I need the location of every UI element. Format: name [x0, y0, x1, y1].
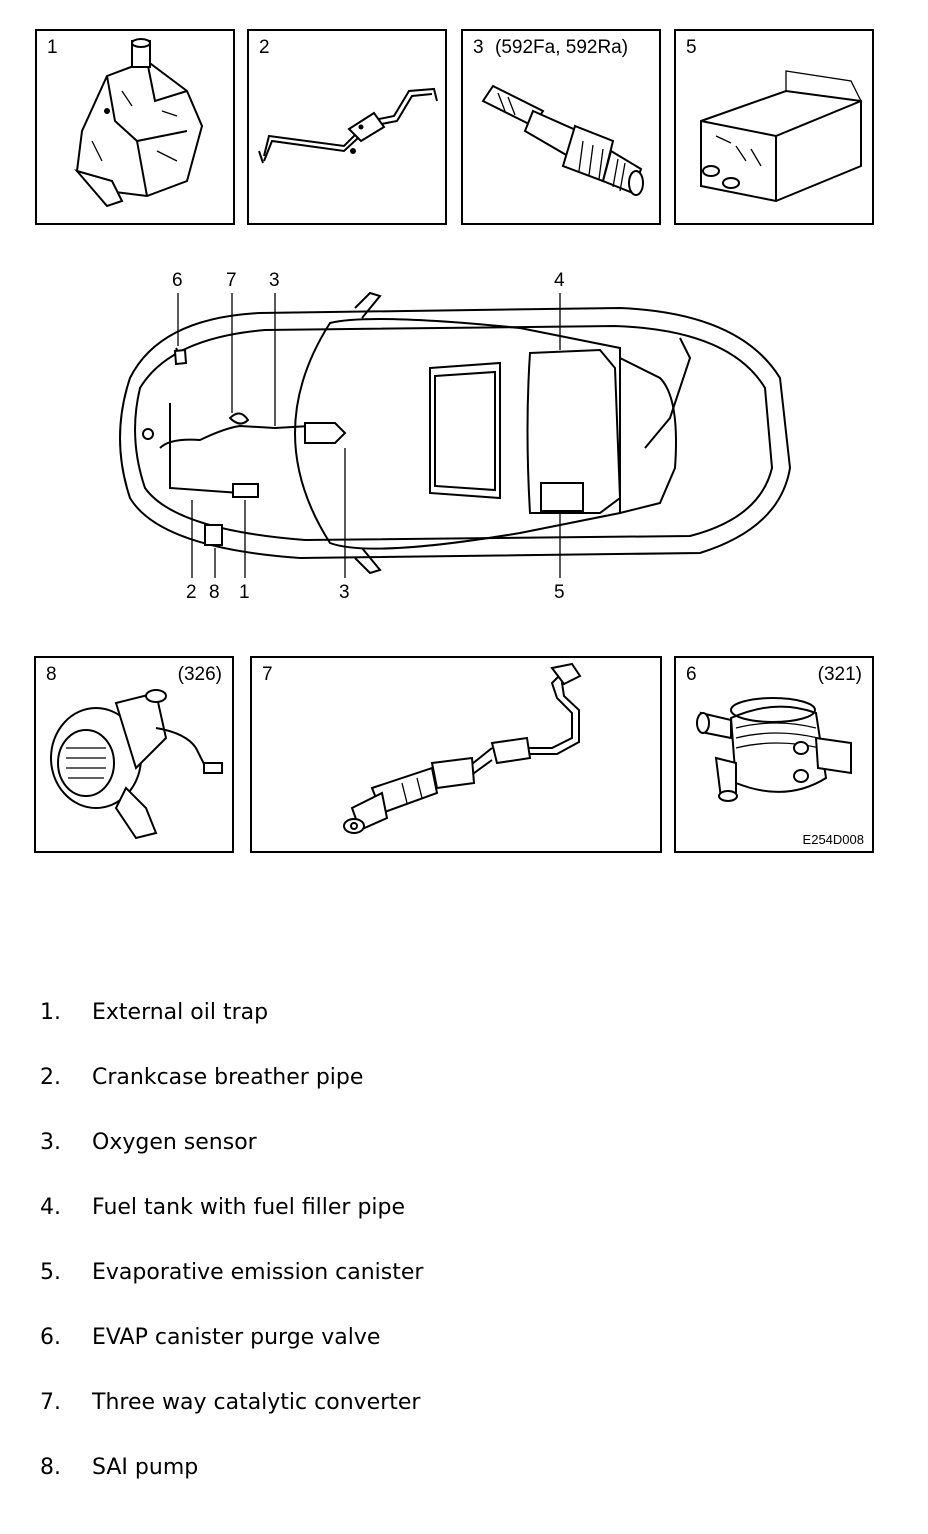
panel-reference: (321): [817, 664, 862, 685]
legend-label: Crankcase breather pipe: [92, 1065, 364, 1090]
panel-number: 1: [47, 37, 58, 58]
callout-6: 6: [172, 270, 183, 291]
legend-number: 2.: [40, 1065, 61, 1090]
legend-label: Evaporative emission canister: [92, 1260, 424, 1285]
legend-label: Three way catalytic converter: [92, 1390, 421, 1415]
legend-label: SAI pump: [92, 1455, 199, 1480]
legend-item: 6. EVAP canister purge valve: [40, 1325, 380, 1350]
callout-8: 8: [209, 582, 220, 603]
legend-item: 8. SAI pump: [40, 1455, 198, 1480]
legend-label: Oxygen sensor: [92, 1130, 257, 1155]
panel-number: 2: [259, 37, 270, 58]
panel-reference: (592Fa, 592Ra): [495, 37, 629, 58]
panel-number: 3: [473, 37, 484, 58]
callout-1: 1: [239, 582, 250, 603]
legend-item: 7. Three way catalytic converter: [40, 1390, 420, 1415]
legend-item: 5. Evaporative emission canister: [40, 1260, 423, 1285]
legend-item: 2. Crankcase breather pipe: [40, 1065, 363, 1090]
callout-5: 5: [554, 582, 565, 603]
evap-canister-illustration: [700, 70, 862, 203]
fuel-tank: [526, 348, 622, 514]
legend-label: External oil trap: [92, 1000, 269, 1025]
panel-reference: (326): [177, 664, 222, 685]
legend-number: 6.: [40, 1325, 61, 1350]
callout-3-bottom: 3: [339, 582, 350, 603]
purge-valve-illustration: [696, 697, 852, 802]
legend-number: 4.: [40, 1195, 61, 1220]
catalytic-converter-illustration: [343, 662, 582, 834]
legend-number: 5.: [40, 1260, 61, 1285]
legend-number: 1.: [40, 1000, 61, 1025]
panel-number: 8: [46, 664, 57, 685]
panel-number: 7: [262, 664, 273, 685]
legend-number: 8.: [40, 1455, 61, 1480]
car-cabin: [293, 318, 621, 550]
legend-label: Fuel tank with fuel filler pipe: [92, 1195, 406, 1220]
oxygen-sensor-illustration: [481, 84, 644, 196]
panel-evap-canister: 5: [674, 29, 874, 225]
callout-4: 4: [554, 270, 565, 291]
legend-label: EVAP canister purge valve: [92, 1325, 381, 1350]
panel-oil-trap: 1: [35, 29, 235, 225]
panel-catalytic-converter: 7: [250, 656, 662, 853]
vehicle-diagram: 6 7 3 4 2 8 1 3 5: [119, 270, 792, 603]
callout-2: 2: [186, 582, 197, 603]
panel-number: 5: [686, 37, 697, 58]
legend-item: 1. External oil trap: [40, 1000, 268, 1025]
sai-pump-illustration: [50, 689, 223, 840]
panel-purge-valve: 6 (321) E254D008: [674, 656, 874, 853]
legend-number: 3.: [40, 1130, 61, 1155]
callout-3-top: 3: [269, 270, 280, 291]
callout-7: 7: [226, 270, 237, 291]
legend-item: 3. Oxygen sensor: [40, 1130, 257, 1155]
panel-sai-pump: 8 (326): [34, 656, 234, 853]
breather-pipe-illustration: [258, 87, 438, 164]
panel-breather-pipe: 2: [247, 29, 447, 225]
panel-oxygen-sensor: 3 (592Fa, 592Ra): [461, 29, 661, 225]
legend-number: 7.: [40, 1390, 61, 1415]
panel-number: 6: [686, 664, 697, 685]
oil-trap-illustration: [74, 38, 204, 208]
legend-item: 4. Fuel tank with fuel filler pipe: [40, 1195, 405, 1220]
car-body-outline: [119, 306, 792, 560]
figure-code: E254D008: [802, 832, 864, 847]
